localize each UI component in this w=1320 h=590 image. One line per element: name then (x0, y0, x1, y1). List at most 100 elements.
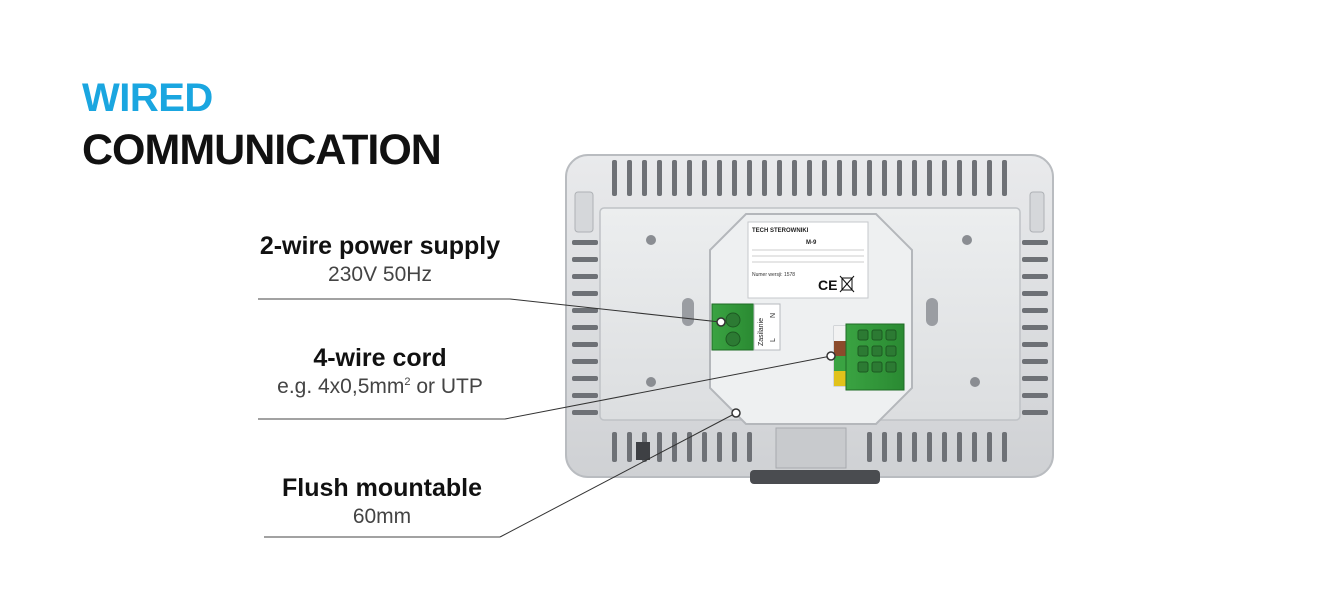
vent-slot (927, 432, 932, 462)
vent-slot (572, 342, 598, 347)
weee-icon (841, 277, 853, 291)
callout-wire-cord: 4-wire cord e.g. 4x0,5mm2 or UTP (255, 344, 505, 399)
vent-slot (657, 160, 662, 196)
callout-power-supply-subtitle: 230V 50Hz (328, 263, 432, 286)
bus-color-yellow (834, 371, 846, 386)
vent-slot (1022, 240, 1048, 245)
callout-flush-mountable-subtitle: 60mm (352, 505, 412, 528)
vent-slot (572, 257, 598, 262)
vent-slot (1022, 257, 1048, 262)
bus-terminal-screws (857, 329, 897, 373)
ce-mark: CE (818, 277, 837, 293)
title-wired: WIRED (82, 76, 213, 120)
vent-slot (1022, 291, 1048, 296)
vent-slot (672, 432, 677, 462)
terminal-screw (725, 331, 741, 347)
mount-slot (682, 298, 694, 326)
vent-slot (572, 376, 598, 381)
vent-slot (897, 432, 902, 462)
vent-slot (687, 160, 692, 196)
screw-hole (970, 377, 980, 387)
bus-color-brown (834, 341, 846, 356)
vent-slot (572, 359, 598, 364)
vent-slot (572, 325, 598, 330)
vent-slot (807, 160, 812, 196)
side-clip (574, 191, 594, 233)
vent-slot (882, 432, 887, 462)
vent-slot (627, 160, 632, 196)
vent-slot (1022, 359, 1048, 364)
vent-slot (912, 432, 917, 462)
vent-slot (572, 240, 598, 245)
callout-power-supply-title: 2-wire power supply (259, 232, 501, 260)
screw-hole (646, 235, 656, 245)
label-serial: Numer wersji: 1578 (752, 272, 795, 278)
vent-slot (702, 160, 707, 196)
vent-slot (702, 432, 707, 462)
callout-line-cord (504, 355, 832, 420)
vent-slot (612, 160, 617, 196)
power-pin-l: L (770, 338, 777, 342)
title-communication: COMMUNICATION (82, 126, 442, 174)
vent-slot (732, 160, 737, 196)
power-terminal-text: Zasilanie (758, 318, 765, 346)
vent-slot (942, 432, 947, 462)
vent-slot (1022, 410, 1048, 415)
vent-slot (972, 432, 977, 462)
vent-slot (687, 432, 692, 462)
vent-slot (822, 160, 827, 196)
bottom-latch (775, 427, 847, 469)
side-clip (1029, 191, 1045, 233)
power-pin-n: N (770, 313, 777, 318)
vent-slot (1022, 376, 1048, 381)
vent-slot (762, 160, 767, 196)
callout-wire-cord-subtitle: e.g. 4x0,5mm2 or UTP (255, 375, 505, 399)
callout-line-flush (499, 412, 737, 538)
vent-slot (972, 160, 977, 196)
vent-slot (942, 160, 947, 196)
vent-slot (792, 160, 797, 196)
vent-slot (627, 432, 632, 462)
callout-wire-cord-subtitle-tail: or UTP (410, 375, 483, 398)
vent-slot (572, 274, 598, 279)
vent-slot (1022, 325, 1048, 330)
screw-hole (646, 377, 656, 387)
vent-slot (747, 432, 752, 462)
vent-slot (572, 308, 598, 313)
vents-left (572, 240, 598, 415)
mount-slot (926, 298, 938, 326)
vents-right (1022, 240, 1048, 415)
vent-slot (717, 432, 722, 462)
vent-slot (657, 432, 662, 462)
power-terminal-label (753, 303, 781, 351)
callout-wire-cord-subtitle-main: e.g. 4x0,5mm (277, 375, 405, 398)
callout-wire-cord-subtitle-sup: 2 (404, 376, 411, 388)
vent-slot (777, 160, 782, 196)
vent-slot (912, 160, 917, 196)
vent-slot (1002, 160, 1007, 196)
vent-slot (1002, 432, 1007, 462)
weee-icon-cross (839, 275, 855, 293)
vent-slot (572, 291, 598, 296)
bus-color-green (834, 356, 846, 371)
bottom-clip (636, 442, 650, 460)
screw-hole (962, 235, 972, 245)
terminal-screw (725, 312, 741, 328)
vent-slot (1022, 308, 1048, 313)
vent-slot (717, 160, 722, 196)
vent-slot (987, 432, 992, 462)
vent-slot (957, 160, 962, 196)
vent-slot (897, 160, 902, 196)
vent-slot (1022, 342, 1048, 347)
vent-slot (882, 160, 887, 196)
vent-slot (732, 432, 737, 462)
vent-slot (572, 393, 598, 398)
vent-slot (642, 160, 647, 196)
vent-slot (1022, 393, 1048, 398)
vent-slot (1022, 274, 1048, 279)
vent-slot (572, 410, 598, 415)
vent-slot (927, 160, 932, 196)
vent-slot (672, 160, 677, 196)
vents-top (612, 160, 1007, 196)
